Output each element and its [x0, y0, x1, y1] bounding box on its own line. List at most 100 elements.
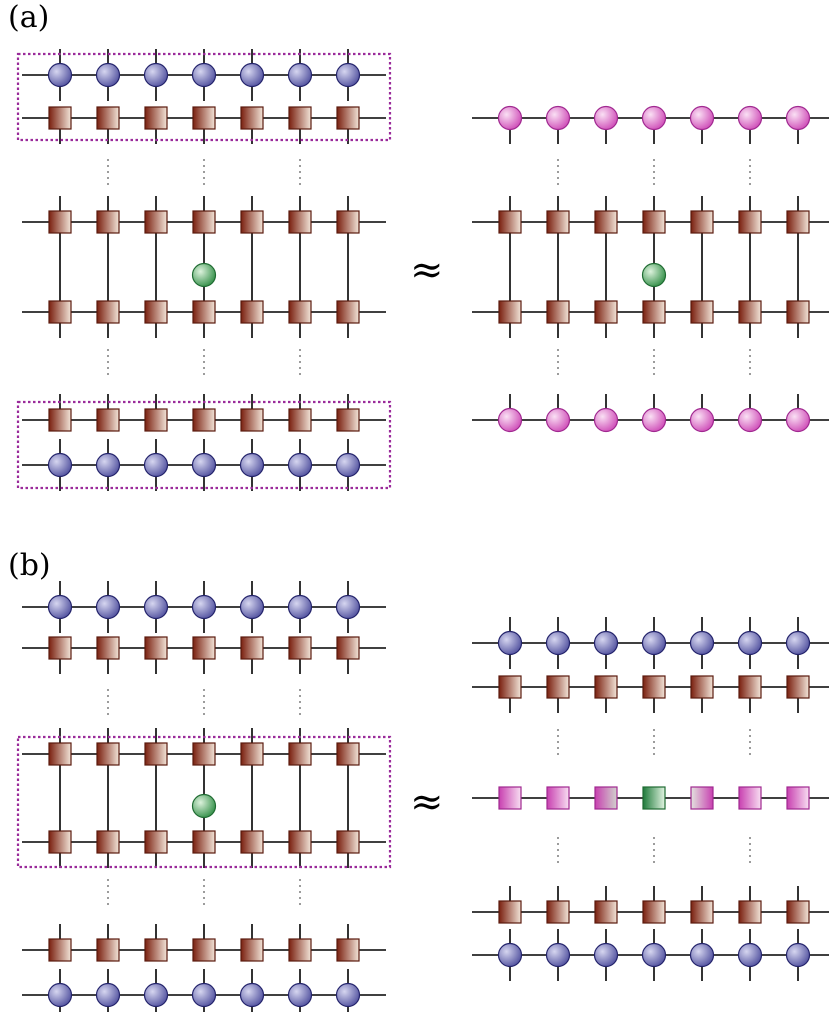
ellipsis-dot	[749, 355, 751, 357]
ellipsis-dot	[203, 367, 205, 369]
tensor-circle-icon	[497, 105, 523, 131]
ellipsis-dot	[107, 183, 109, 185]
tensor-circle-icon	[641, 942, 667, 968]
ellipsis-dot	[299, 897, 301, 899]
tensor-circle-icon	[191, 793, 217, 819]
ellipsis-dot	[299, 183, 301, 185]
tensor-square-icon	[96, 830, 120, 854]
bond-lines	[22, 49, 829, 1012]
ellipsis-dot	[107, 885, 109, 887]
tensor-circle-icon	[239, 62, 265, 88]
ellipsis-dot	[203, 355, 205, 357]
ellipsis-dot	[653, 855, 655, 857]
tensor-square-icon	[498, 675, 522, 699]
tensor-circle-icon	[287, 62, 313, 88]
tensor-circle-icon	[191, 452, 217, 478]
tensor-square-icon	[594, 900, 618, 924]
ellipsis-dot	[653, 373, 655, 375]
tensor-circle-icon	[593, 105, 619, 131]
tensor-square-icon	[498, 210, 522, 234]
tensor-square-icon	[192, 636, 216, 660]
tensor-square-icon	[288, 106, 312, 130]
ellipsis-dot	[557, 837, 559, 839]
ellipsis-dot	[107, 373, 109, 375]
ellipsis-dot	[203, 183, 205, 185]
ellipsis-dot	[299, 355, 301, 357]
tensor-square-icon	[144, 636, 168, 660]
ellipsis-dot	[557, 843, 559, 845]
tensor-square-icon	[546, 675, 570, 699]
ellipsis-dot	[749, 855, 751, 857]
tensor-nodes	[47, 62, 811, 1008]
tensor-circle-icon	[47, 594, 73, 620]
ellipsis-dot	[107, 689, 109, 691]
tensor-square-icon	[240, 938, 264, 962]
tensor-square-icon	[144, 938, 168, 962]
tensor-square-icon	[738, 786, 762, 810]
ellipsis-dot	[557, 349, 559, 351]
ellipsis-dot	[749, 361, 751, 363]
tensor-circle-icon	[143, 594, 169, 620]
ellipsis-dot	[653, 747, 655, 749]
ellipsis-dot	[749, 753, 751, 755]
ellipsis-dot	[203, 165, 205, 167]
tensor-square-icon	[96, 408, 120, 432]
ellipsis-dot	[107, 367, 109, 369]
tensor-square-icon	[498, 300, 522, 324]
approx-symbol-a: ≈	[410, 247, 444, 293]
ellipsis-dot	[749, 165, 751, 167]
dotted-box-icon	[16, 400, 392, 490]
tensor-square-icon	[48, 106, 72, 130]
tensor-circle-icon	[641, 262, 667, 288]
tensor-square-icon	[594, 786, 618, 810]
ellipsis-dot	[299, 885, 301, 887]
tensor-square-icon	[192, 938, 216, 962]
tensor-square-icon	[48, 300, 72, 324]
tensor-circle-icon	[239, 982, 265, 1008]
tensor-circle-icon	[287, 594, 313, 620]
tensor-circle-icon	[689, 630, 715, 656]
tensor-square-icon	[786, 210, 810, 234]
ellipsis-dot	[653, 177, 655, 179]
ellipsis-dot	[299, 891, 301, 893]
ellipsis-dot	[653, 849, 655, 851]
tensor-circle-icon	[737, 407, 763, 433]
ellipsis-dot	[749, 735, 751, 737]
ellipsis-dot	[203, 903, 205, 905]
ellipsis-dot	[653, 837, 655, 839]
tensor-circle-icon	[641, 630, 667, 656]
tensor-square-icon	[336, 830, 360, 854]
tensor-square-icon	[546, 210, 570, 234]
tensor-square-icon	[498, 900, 522, 924]
tensor-square-icon	[336, 106, 360, 130]
tensor-circle-icon	[239, 594, 265, 620]
tensor-square-icon	[240, 408, 264, 432]
ellipsis-dot	[203, 689, 205, 691]
tensor-circle-icon	[497, 942, 523, 968]
ellipsis-dot	[557, 171, 559, 173]
tensor-square-icon	[96, 106, 120, 130]
ellipsis-dot	[749, 729, 751, 731]
ellipsis-dot	[107, 355, 109, 357]
tensor-circle-icon	[641, 407, 667, 433]
ellipsis-dot	[203, 713, 205, 715]
tensor-circle-icon	[143, 62, 169, 88]
ellipsis-dot	[107, 707, 109, 709]
tensor-circle-icon	[191, 262, 217, 288]
ellipsis-dot	[749, 747, 751, 749]
ellipsis-dot	[299, 373, 301, 375]
tensor-square-icon	[690, 300, 714, 324]
tensor-circle-icon	[545, 407, 571, 433]
tensor-square-icon	[240, 300, 264, 324]
ellipsis-dot	[653, 861, 655, 863]
ellipsis-dot	[749, 373, 751, 375]
ellipsis-dot	[749, 367, 751, 369]
tensor-square-icon	[786, 900, 810, 924]
ellipsis-dot	[749, 171, 751, 173]
ellipsis-dot	[203, 885, 205, 887]
dotted-box-highlights	[16, 52, 392, 869]
tensor-square-icon	[336, 742, 360, 766]
ellipsis-dot	[299, 701, 301, 703]
ellipsis-dot	[749, 861, 751, 863]
